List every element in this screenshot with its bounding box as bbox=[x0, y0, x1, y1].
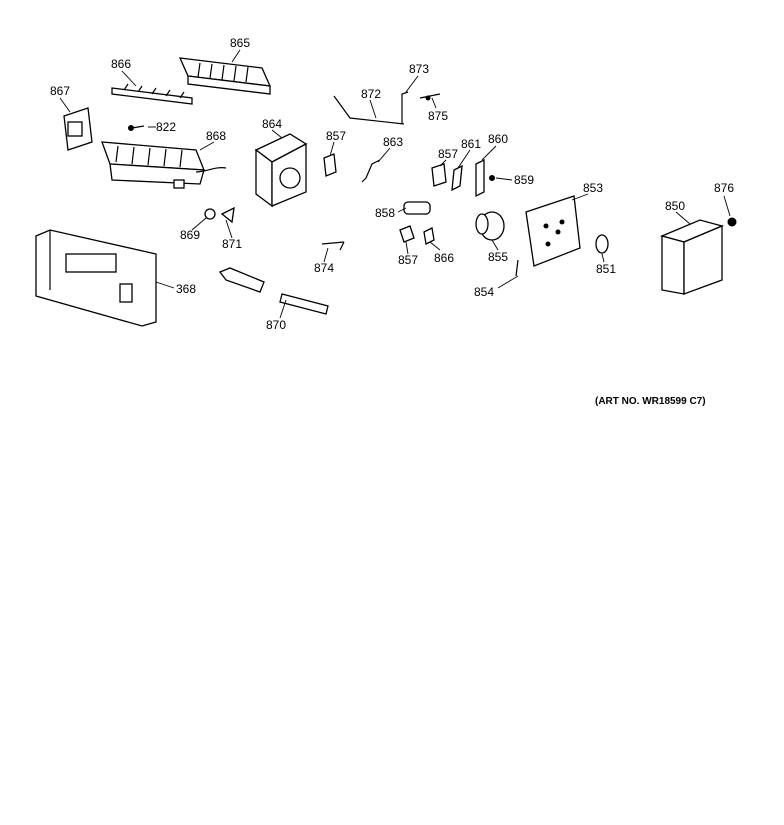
label-866: 866 bbox=[434, 251, 454, 265]
part-851-grommet bbox=[595, 234, 609, 254]
label-870: 870 bbox=[266, 318, 286, 332]
label-866: 866 bbox=[111, 57, 131, 71]
part-868-mold bbox=[101, 141, 227, 189]
label-865: 865 bbox=[230, 36, 250, 50]
label-864: 864 bbox=[262, 117, 282, 131]
label-857: 857 bbox=[398, 253, 418, 267]
label-822: 822 bbox=[156, 120, 176, 134]
art-number: (ART NO. WR18599 C7) bbox=[595, 396, 706, 407]
label-875: 875 bbox=[428, 109, 448, 123]
part-labels: 865 866 867 822 868 864 857 863 872 873 … bbox=[50, 36, 734, 332]
label-858: 858 bbox=[375, 206, 395, 220]
part-876-knob bbox=[727, 217, 737, 227]
part-858-switch bbox=[403, 201, 431, 215]
label-857: 857 bbox=[326, 129, 346, 143]
part-872-arm bbox=[333, 91, 409, 125]
label-871: 871 bbox=[222, 237, 242, 251]
part-865-cover bbox=[178, 57, 272, 95]
part-863-lever bbox=[361, 159, 381, 183]
part-855-motor bbox=[475, 211, 505, 241]
part-857-clip-a bbox=[323, 153, 337, 177]
part-854-wire bbox=[515, 259, 519, 277]
label-873: 873 bbox=[409, 62, 429, 76]
part-867-housing bbox=[63, 107, 93, 151]
label-869: 869 bbox=[180, 228, 200, 242]
part-857-866-clips bbox=[399, 225, 435, 245]
part-866-ejector bbox=[111, 83, 193, 105]
part-870-tube bbox=[218, 267, 329, 315]
label-863: 863 bbox=[383, 135, 403, 149]
label-872: 872 bbox=[361, 87, 381, 101]
label-867: 867 bbox=[50, 84, 70, 98]
label-853: 853 bbox=[583, 181, 603, 195]
part-822-screw bbox=[128, 125, 145, 131]
part-368-bracket bbox=[35, 229, 157, 327]
label-876: 876 bbox=[714, 181, 734, 195]
label-859: 859 bbox=[514, 173, 534, 187]
part-869-871 bbox=[204, 206, 235, 224]
leader-lines bbox=[59, 49, 731, 319]
label-857: 857 bbox=[438, 147, 458, 161]
label-861: 861 bbox=[461, 137, 481, 151]
label-855: 855 bbox=[488, 250, 508, 264]
part-857-861-860-859 bbox=[431, 158, 495, 198]
label-368: 368 bbox=[176, 282, 196, 296]
part-873-875 bbox=[419, 93, 441, 101]
part-864-control bbox=[254, 133, 308, 208]
label-850: 850 bbox=[665, 199, 685, 213]
label-868: 868 bbox=[206, 129, 226, 143]
label-860: 860 bbox=[488, 132, 508, 146]
part-850-box bbox=[660, 219, 724, 295]
label-854: 854 bbox=[474, 285, 494, 299]
part-874 bbox=[321, 241, 345, 251]
label-851: 851 bbox=[596, 262, 616, 276]
label-874: 874 bbox=[314, 261, 334, 275]
part-853-board bbox=[525, 195, 581, 267]
